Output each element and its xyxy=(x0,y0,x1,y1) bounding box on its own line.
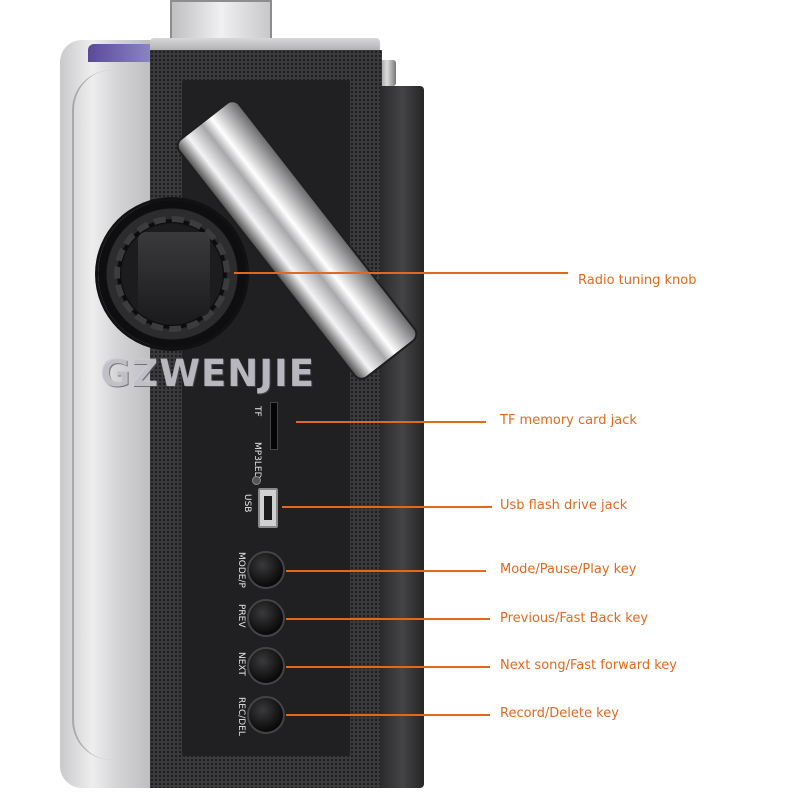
leader-line-next-key xyxy=(286,666,490,668)
tuning-knob-face xyxy=(138,232,210,316)
leader-line-prev-key xyxy=(286,618,490,620)
leader-line-tf-jack xyxy=(296,421,486,423)
callout-tuning-knob: Radio tuning knob xyxy=(578,273,697,288)
leader-line-record-key xyxy=(286,714,490,716)
radio-top-trim xyxy=(88,44,152,62)
mp3-led-indicator xyxy=(252,476,261,485)
previous-button xyxy=(247,599,285,637)
mode-label: MODE/P xyxy=(236,552,246,588)
tf-label: TF xyxy=(252,406,262,417)
rec-label: REC/DEL xyxy=(236,697,246,736)
next-button xyxy=(247,647,285,685)
leader-line-usb-jack xyxy=(282,506,492,508)
brand-watermark: GZWENJIE xyxy=(100,352,316,395)
callout-next-key: Next song/Fast forward key xyxy=(500,658,677,673)
next-label: NEXT xyxy=(236,652,246,676)
usb-label: USB xyxy=(242,494,252,513)
callout-mode-key: Mode/Pause/Play key xyxy=(500,562,637,577)
leader-line-mode-key xyxy=(286,570,486,572)
usb-port xyxy=(258,488,278,528)
mp3led-label: MP3LED xyxy=(252,442,262,479)
leader-line-tuning-knob xyxy=(234,272,568,274)
tuning-knob-ridge xyxy=(114,216,230,332)
record-delete-button xyxy=(247,696,285,734)
callout-usb-jack: Usb flash drive jack xyxy=(500,498,628,513)
tf-card-slot xyxy=(270,402,278,450)
callout-record-key: Record/Delete key xyxy=(500,706,619,721)
callout-tf-jack: TF memory card jack xyxy=(500,413,637,428)
callout-prev-key: Previous/Fast Back key xyxy=(500,611,649,626)
radio-front-edge xyxy=(60,40,152,788)
radio-back-casing xyxy=(380,86,424,788)
radio-front-bezel xyxy=(72,70,144,760)
prev-label: PREV xyxy=(236,604,246,628)
mode-pause-play-button xyxy=(247,551,285,589)
antenna-base xyxy=(378,60,396,86)
